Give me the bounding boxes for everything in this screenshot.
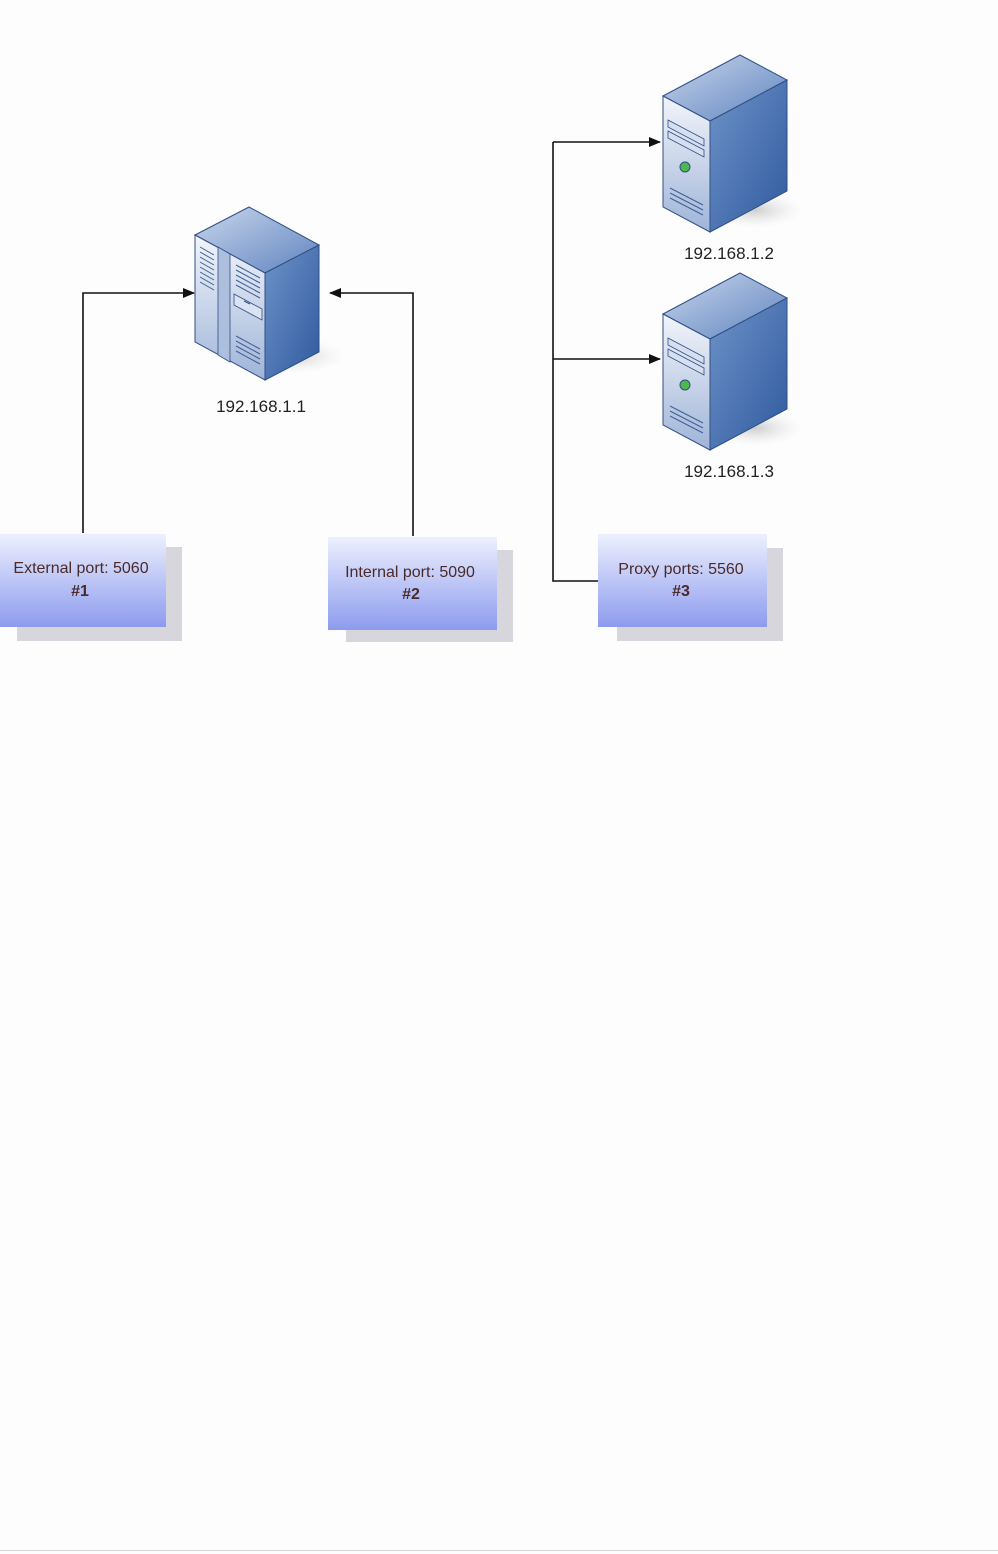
port-box-proxy: Proxy ports: 5560 #3 bbox=[598, 534, 783, 641]
port-box-external-number: #1 bbox=[71, 583, 89, 600]
proxy-server-a: 192.168.1.2 bbox=[661, 54, 803, 263]
port-box-internal: Internal port: 5090 #2 bbox=[328, 537, 513, 642]
tower-server-icon bbox=[661, 54, 789, 233]
port-box-external: External port: 5060 #1 bbox=[0, 534, 182, 641]
page-bottom-divider bbox=[0, 1550, 998, 1551]
connector-proxy-trunk bbox=[552, 142, 598, 582]
connector-external-to-main bbox=[82, 288, 195, 533]
main-server: 192.168.1.1 bbox=[193, 206, 345, 416]
port-box-internal-number: #2 bbox=[402, 586, 420, 603]
port-box-external-label: External port: 5060 bbox=[13, 560, 148, 577]
proxy-server-a-ip: 192.168.1.2 bbox=[684, 244, 774, 263]
port-box-internal-label: Internal port: 5090 bbox=[345, 564, 475, 581]
proxy-server-b: 192.168.1.3 bbox=[661, 272, 803, 481]
proxy-server-b-ip: 192.168.1.3 bbox=[684, 462, 774, 481]
tower-server-icon bbox=[661, 272, 789, 451]
connectors bbox=[82, 137, 661, 582]
port-box-proxy-number: #3 bbox=[672, 583, 690, 600]
main-server-ip: 192.168.1.1 bbox=[216, 397, 306, 416]
port-box-proxy-label: Proxy ports: 5560 bbox=[618, 561, 744, 578]
connector-internal-to-main bbox=[329, 288, 414, 536]
rack-server-icon bbox=[193, 206, 321, 381]
